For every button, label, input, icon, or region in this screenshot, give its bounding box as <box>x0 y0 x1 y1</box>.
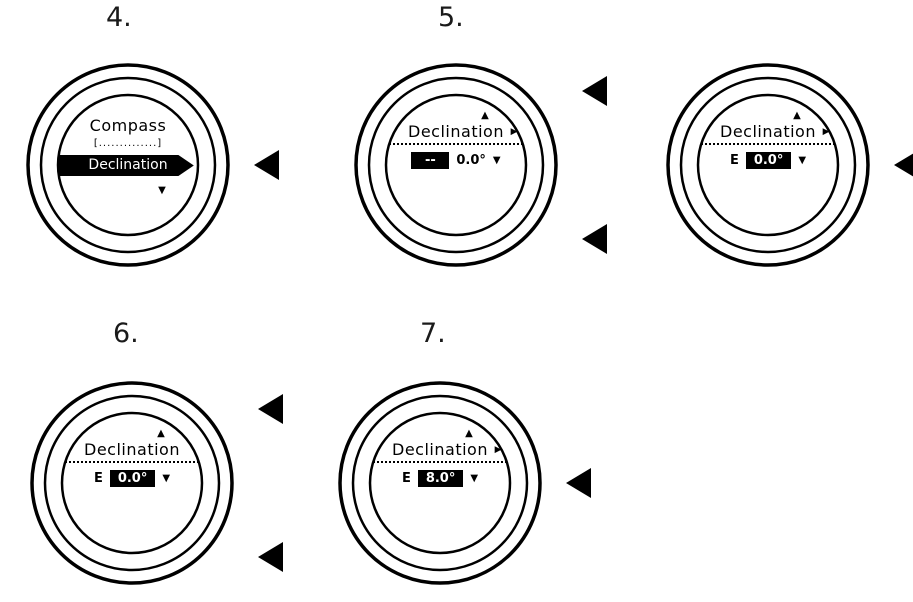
watch-screen: ▲ Declination ▶ E 8.0° ▼ <box>370 413 510 553</box>
right-arrow-icon: ▶ <box>510 127 518 137</box>
dotted-divider <box>389 143 523 145</box>
direction-letter: E <box>93 471 103 486</box>
value-row: E 0.0° ▼ <box>730 152 806 169</box>
selected-menu-item: Declination <box>58 155 194 176</box>
value-box: 8.0° <box>417 470 464 487</box>
bottom-button-callout-arrow-icon <box>258 542 283 572</box>
up-arrow-icon: ▲ <box>481 110 489 121</box>
up-arrow-icon: ▲ <box>793 110 801 121</box>
right-arrow-icon: ▶ <box>822 127 830 137</box>
setting-title-row: Declination ▶ <box>370 440 510 459</box>
dotted-divider <box>65 461 199 463</box>
setting-title-row: Declination ▶ <box>386 122 526 141</box>
watch-screen: Compass [..............] Declination ▼ <box>58 95 198 235</box>
menu-item-placeholder: [..............] <box>93 138 163 149</box>
direction-letter: E <box>401 471 411 486</box>
screen-title: Declination <box>408 122 504 141</box>
middle-button-callout-arrow-icon <box>894 150 913 180</box>
watch-step-4: Compass [..............] Declination ▼ <box>8 50 279 285</box>
dotted-divider <box>373 461 507 463</box>
value-box: 0.0° <box>109 470 156 487</box>
bezel-ring <box>39 76 217 254</box>
step-number-5: 5. <box>438 2 464 33</box>
step-number-6: 6. <box>113 318 139 349</box>
screen-title: Compass <box>89 116 167 135</box>
dotted-divider <box>701 143 835 145</box>
up-arrow-icon: ▲ <box>157 428 165 439</box>
bezel-ring <box>679 76 857 254</box>
value-row: -- 0.0° ▼ <box>411 152 501 169</box>
value-prefix-box: -- <box>411 152 450 169</box>
value-row: E 8.0° ▼ <box>402 470 478 487</box>
step-number-4: 4. <box>106 2 132 33</box>
watch-screen: ▲ Declination E 0.0° ▼ <box>62 413 202 553</box>
bezel-ring <box>43 394 221 572</box>
right-arrow-icon: ▶ <box>494 445 502 455</box>
top-button-callout-arrow-icon <box>258 394 283 424</box>
up-arrow-icon: ▲ <box>465 428 473 439</box>
screen-title: Declination <box>720 122 816 141</box>
bottom-button-callout-arrow-icon <box>582 224 607 254</box>
value-row: E 0.0° ▼ <box>94 470 170 487</box>
watch-step-5b: ▲ Declination ▶ E 0.0° ▼ <box>648 50 913 285</box>
screen-ring <box>60 411 204 555</box>
watch-step-6: ▲ Declination E 0.0° ▼ <box>12 368 283 602</box>
screen-title: Declination <box>84 440 180 459</box>
screen-ring <box>696 93 840 237</box>
top-button-callout-arrow-icon <box>582 76 607 106</box>
bezel-ring <box>351 394 529 572</box>
screen-ring <box>384 93 528 237</box>
down-arrow-icon: ▼ <box>158 185 166 196</box>
step-number-7: 7. <box>420 318 446 349</box>
down-arrow-icon: ▼ <box>798 155 807 166</box>
value-box: 0.0° <box>745 152 792 169</box>
bezel-ring <box>367 76 545 254</box>
watch-screen: ▲ Declination ▶ -- 0.0° ▼ <box>386 95 526 235</box>
setting-title-row: Declination ▶ <box>698 122 838 141</box>
watch-screen: ▲ Declination ▶ E 0.0° ▼ <box>698 95 838 235</box>
down-arrow-icon: ▼ <box>492 155 501 166</box>
value-text: 0.0° <box>456 153 486 168</box>
screen-title: Declination <box>392 440 488 459</box>
down-arrow-icon: ▼ <box>162 473 171 484</box>
screen-ring <box>368 411 512 555</box>
watch-step-5a: ▲ Declination ▶ -- 0.0° ▼ <box>336 50 607 285</box>
watch-step-7: ▲ Declination ▶ E 8.0° ▼ <box>320 368 591 602</box>
watch-case <box>354 63 558 267</box>
middle-button-callout-arrow-icon <box>566 468 591 498</box>
middle-button-callout-arrow-icon <box>254 150 279 180</box>
down-arrow-icon: ▼ <box>470 473 479 484</box>
direction-letter: E <box>729 153 739 168</box>
setting-title-row: Declination <box>62 440 202 459</box>
